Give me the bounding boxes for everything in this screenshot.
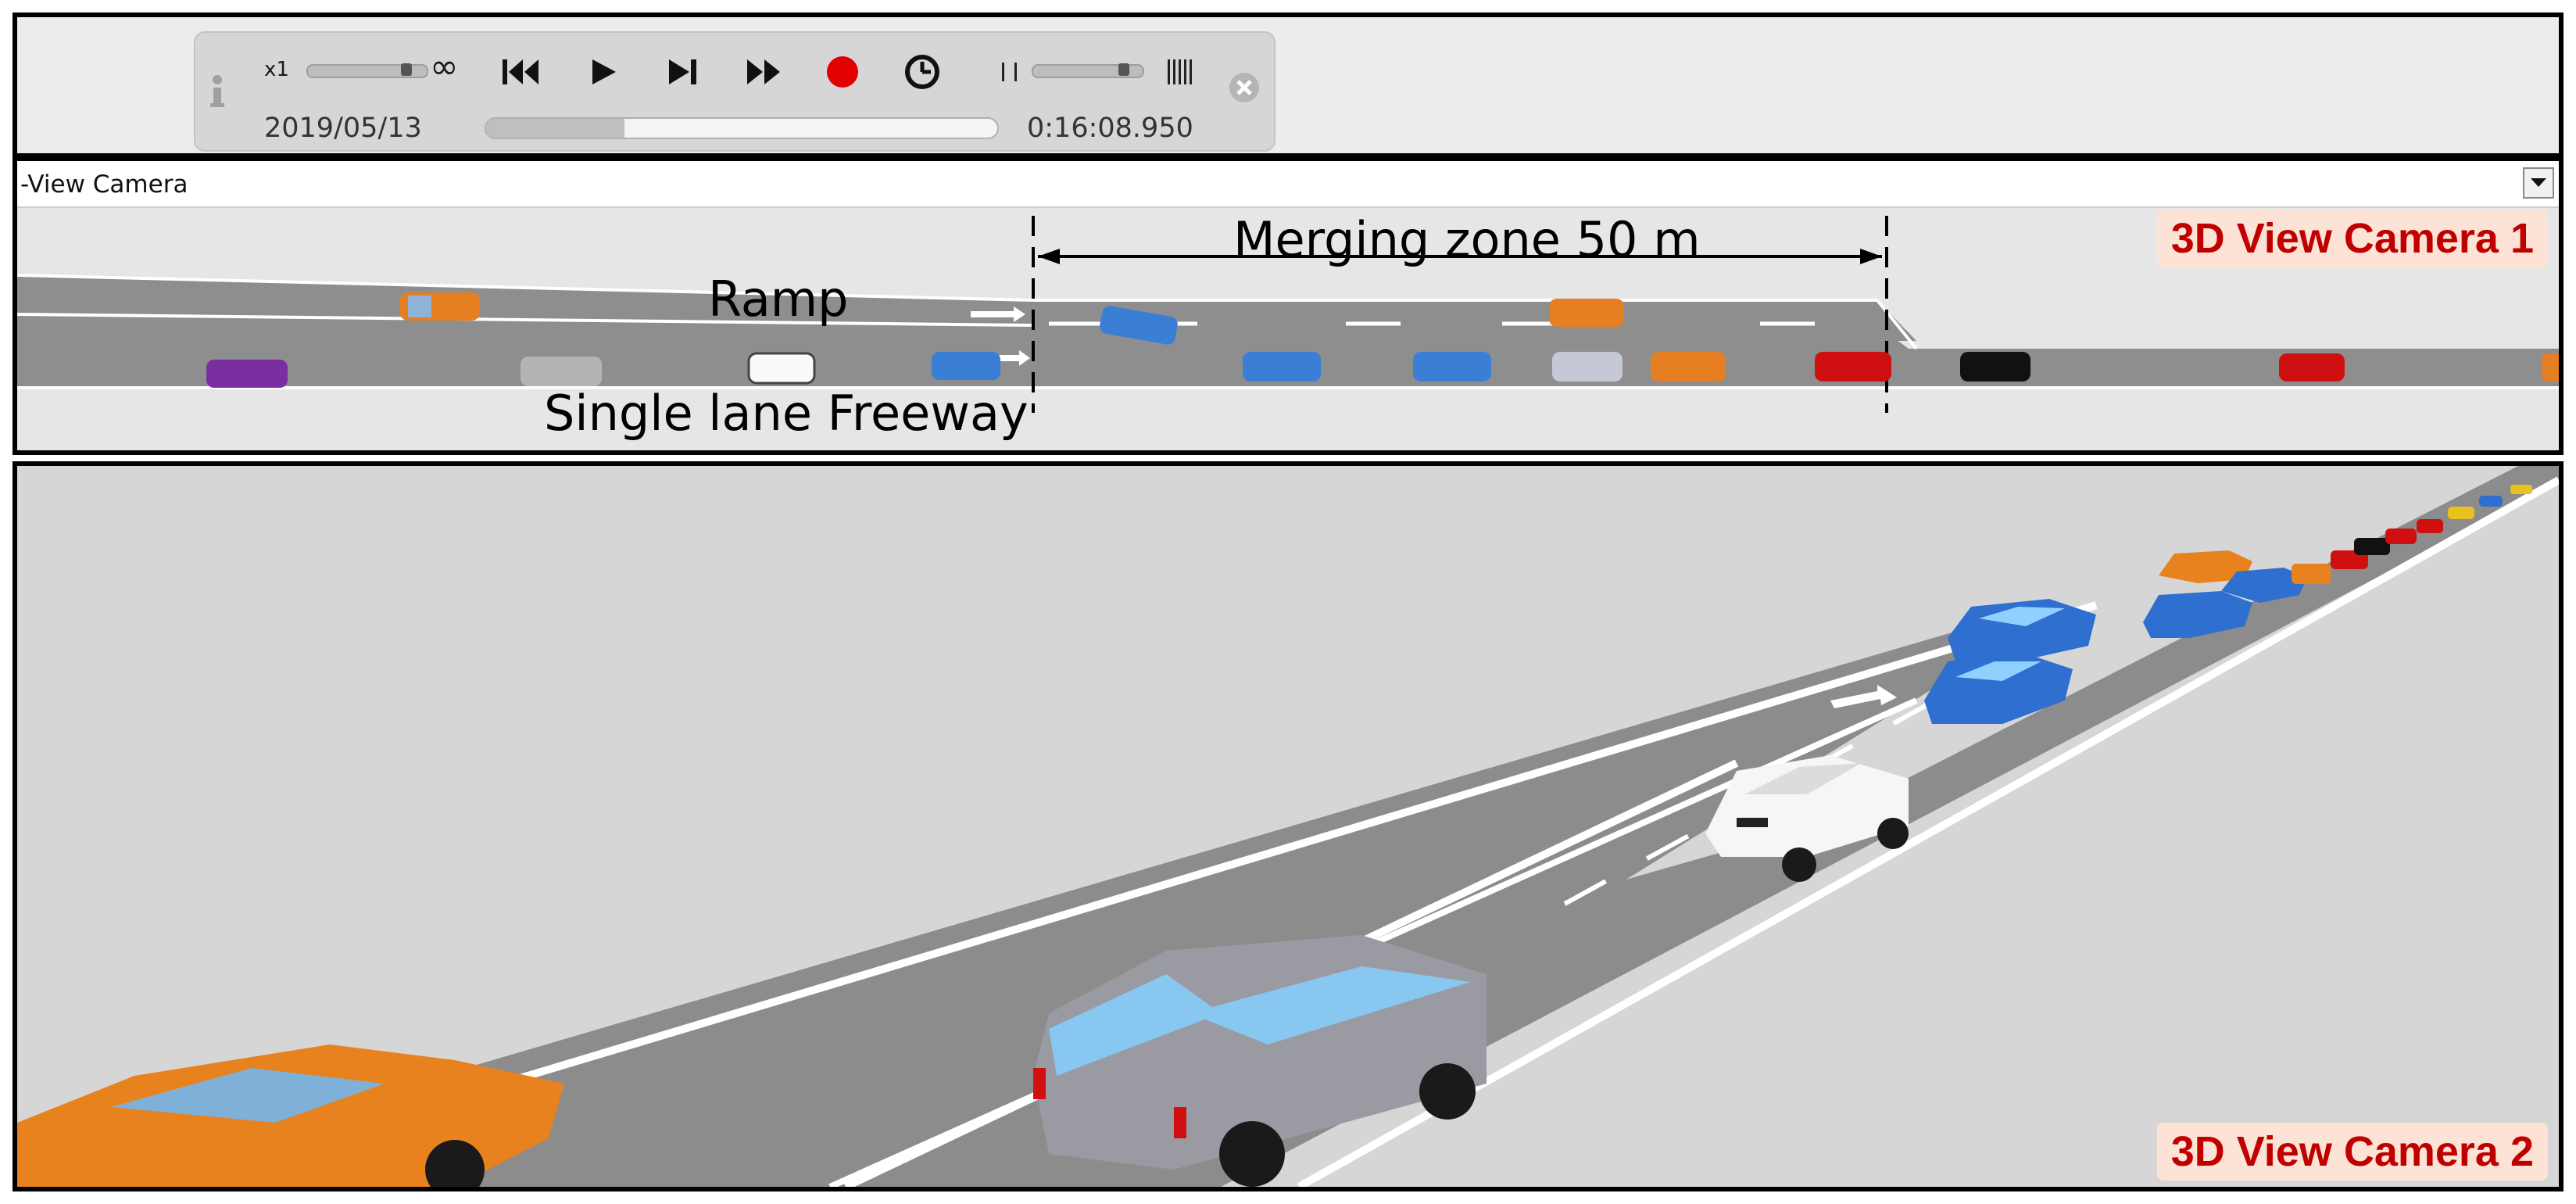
car-red-1 bbox=[1815, 352, 1891, 382]
camera2-panel: 3D View Camera 2 bbox=[13, 461, 2563, 1191]
zoom-max-icon bbox=[1166, 56, 1194, 88]
clock-icon bbox=[905, 55, 939, 89]
car-blue-sedan-1 bbox=[1924, 654, 2073, 724]
freeway-label: Single lane Freeway bbox=[544, 385, 1029, 442]
time-display: 0:16:08.950 bbox=[1027, 113, 1193, 144]
playback-controls: x1 ∞ bbox=[194, 31, 1275, 152]
car-lightgrey bbox=[1552, 352, 1623, 382]
camera2-scene[interactable] bbox=[17, 466, 2559, 1187]
car-black bbox=[1960, 352, 2030, 382]
date-display: 2019/05/13 bbox=[264, 113, 422, 144]
skip-start-icon bbox=[503, 59, 538, 84]
car-orange-2 bbox=[1651, 352, 1726, 382]
car-purple bbox=[206, 360, 288, 388]
step-forward-icon bbox=[669, 59, 696, 84]
freeway-road bbox=[17, 314, 2559, 388]
ramp-label: Ramp bbox=[708, 271, 849, 328]
car-blue-sedan-4 bbox=[2221, 568, 2307, 603]
loop-symbol[interactable]: ∞ bbox=[430, 47, 459, 87]
info-icon[interactable] bbox=[206, 72, 228, 111]
dropdown-arrow-icon bbox=[2531, 178, 2546, 187]
progress-bar[interactable] bbox=[485, 117, 999, 139]
speed-slider-knob[interactable] bbox=[401, 63, 412, 76]
camera-dropdown-button[interactable] bbox=[2523, 167, 2554, 199]
merging-zone-label: Merging zone 50 m bbox=[1233, 211, 1701, 268]
progress-fill bbox=[486, 119, 624, 138]
close-icon[interactable] bbox=[1227, 70, 1261, 105]
fast-forward-button[interactable] bbox=[742, 50, 786, 94]
car-orange-3 bbox=[2542, 353, 2559, 382]
zoom-slider[interactable] bbox=[1032, 63, 1144, 78]
speed-slider[interactable] bbox=[306, 63, 428, 78]
car-blue-4 bbox=[1413, 352, 1491, 382]
car-ramp-orange bbox=[400, 292, 480, 321]
camera-select-label: -View Camera bbox=[20, 170, 188, 199]
zoom-min-icon bbox=[999, 61, 1022, 83]
speed-label: x1 bbox=[264, 58, 289, 81]
car-blue-2 bbox=[1100, 306, 1178, 345]
play-button[interactable] bbox=[581, 50, 625, 94]
fast-forward-icon bbox=[747, 59, 780, 84]
car-grey-van bbox=[1033, 935, 1487, 1187]
car-blue-3 bbox=[1243, 352, 1321, 382]
car-orange-distant bbox=[2159, 550, 2252, 583]
record-icon bbox=[827, 56, 858, 88]
car-red-2 bbox=[2279, 353, 2345, 382]
camera1-badge: 3D View Camera 1 bbox=[2156, 210, 2548, 267]
camera1-scene[interactable] bbox=[17, 208, 2559, 450]
car-white-sedan bbox=[1705, 755, 1909, 882]
car-white bbox=[747, 352, 816, 385]
car-orange-ramp bbox=[1549, 299, 1624, 327]
step-forward-button[interactable] bbox=[661, 50, 705, 94]
camera2-badge: 3D View Camera 2 bbox=[2156, 1123, 2548, 1181]
car-grey bbox=[521, 357, 602, 386]
car-blue-sedan-3 bbox=[2143, 591, 2252, 638]
skip-start-button[interactable] bbox=[499, 50, 542, 94]
clock-button[interactable] bbox=[900, 50, 944, 94]
play-icon bbox=[592, 59, 616, 84]
record-button[interactable] bbox=[821, 50, 864, 94]
car-orange-foreground bbox=[17, 1045, 564, 1187]
car-blue-sedan-2 bbox=[1948, 599, 2096, 661]
traffic-queue-distant bbox=[2292, 485, 2532, 584]
camera-select[interactable]: -View Camera bbox=[17, 161, 2559, 208]
toolbar-panel: x1 ∞ bbox=[13, 13, 2563, 158]
zoom-slider-knob[interactable] bbox=[1118, 63, 1129, 76]
car-blue-1 bbox=[932, 352, 1000, 380]
camera1-panel: -View Camera bbox=[13, 156, 2563, 455]
